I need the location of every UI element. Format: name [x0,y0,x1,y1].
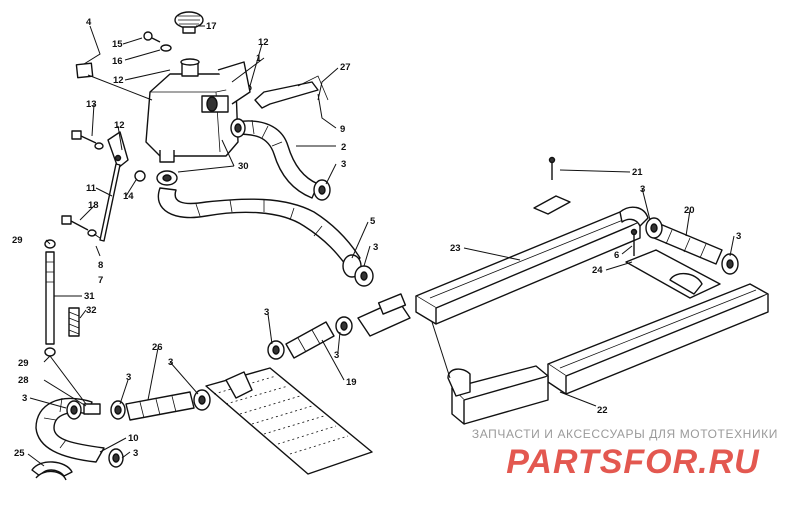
callout-24: 24 [592,265,603,276]
callout-5: 5 [370,216,376,227]
heat-exchanger-panel [205,367,373,475]
radiator-cap [174,11,204,34]
callout-12: 12 [113,75,124,86]
callout-2: 2 [341,142,346,153]
rail-end-block [447,365,549,425]
callout-28: 28 [18,375,29,386]
washer-16 [160,44,172,52]
hose-10 [35,397,105,463]
callout-19: 19 [346,377,357,388]
clamp-3-upper-right [313,179,331,201]
callout-4: 4 [86,17,92,28]
coolant-tank [145,58,251,163]
bracket-rod-27 [254,75,329,109]
leader-lines [27,25,735,467]
callout-18: 18 [88,200,99,211]
callout-25: 25 [14,448,25,459]
hose-2 [235,119,319,199]
watermark-logo-text: PARTSFOR.RU [506,443,760,480]
bolt-13 [71,130,104,150]
callout-3: 3 [373,242,378,253]
callout-3: 3 [22,393,27,404]
callout-3: 3 [341,159,346,170]
heat-exchanger-rail-23 [415,211,641,325]
clamp-3-hose20-left [645,217,663,239]
callout-23: 23 [450,243,461,254]
callout-12: 12 [114,120,125,131]
callout-8: 8 [98,260,103,271]
fitting-28 [83,403,101,415]
spring-32 [68,307,80,337]
callout-16: 16 [112,56,123,67]
callout-10: 10 [128,433,139,444]
callout-3: 3 [334,350,339,361]
callout-6: 6 [614,250,619,261]
callout-3: 3 [133,448,138,459]
callout-20: 20 [684,205,695,216]
bracket-12 [107,131,129,169]
callout-13: 13 [86,99,97,110]
hose-26 [125,391,195,421]
callout-30: 30 [238,161,249,172]
callout-32: 32 [86,305,97,316]
clamp-3-hose26-left [110,400,126,420]
callout-15: 15 [112,39,123,50]
callout-9: 9 [340,124,345,135]
callout-3: 3 [126,372,131,383]
hose-19 [285,321,335,359]
screw-15 [143,31,161,43]
rod-11 [99,163,121,242]
clamp-30 [156,170,178,186]
clamp-3-hose19-left [267,340,285,360]
callout-7: 7 [98,275,103,286]
pad-21 [533,156,571,215]
callout-31: 31 [84,291,95,302]
bolt-18 [61,215,97,237]
clamp-3-hose10 [108,448,124,468]
callout-11: 11 [86,183,97,194]
callout-17: 17 [206,21,217,32]
support-bracket-24 [625,228,721,299]
parts-drawing [31,11,769,481]
callout-29: 29 [18,358,29,369]
clamp-3-hose26-right [193,389,211,411]
clamp-3-hose5 [354,265,374,287]
label-plate-4 [75,62,94,79]
clamp-3-hose19-right [335,316,353,336]
watermark-logo: PARTSFOR.RU [506,443,760,480]
clip-25 [31,461,73,481]
callout-22: 22 [597,405,608,416]
clamp-3-hose20-right [721,253,739,275]
tube-31 [45,251,55,345]
elbow-upper-right [619,206,649,227]
callout-12: 12 [258,37,269,48]
clamp-3-lower-left [66,400,82,420]
callout-3: 3 [640,184,645,195]
watermark-caption: ЗАПЧАСТИ И АКСЕССУАРЫ ДЛЯ МОТОТЕХНИКИ [471,427,778,441]
callout-3: 3 [168,357,173,368]
connector-fitting [357,293,411,337]
callout-3: 3 [736,231,741,242]
callout-14: 14 [123,191,134,202]
clamp-3-tank [230,118,246,138]
callout-27: 27 [340,62,351,73]
callout-3: 3 [264,307,269,318]
callout-26: 26 [152,342,163,353]
nut-14 [134,170,146,182]
fitting-29-bottom [44,347,56,357]
callout-21: 21 [632,167,643,178]
hose-5 [157,187,362,278]
heat-exchanger-rail-22 [547,283,769,395]
callout-labels: 1 2 3 3 3 3 3 3 3 3 3 3 4 5 6 7 8 9 10 1… [12,17,741,459]
callout-29: 29 [12,235,23,246]
callout-1: 1 [256,53,262,64]
